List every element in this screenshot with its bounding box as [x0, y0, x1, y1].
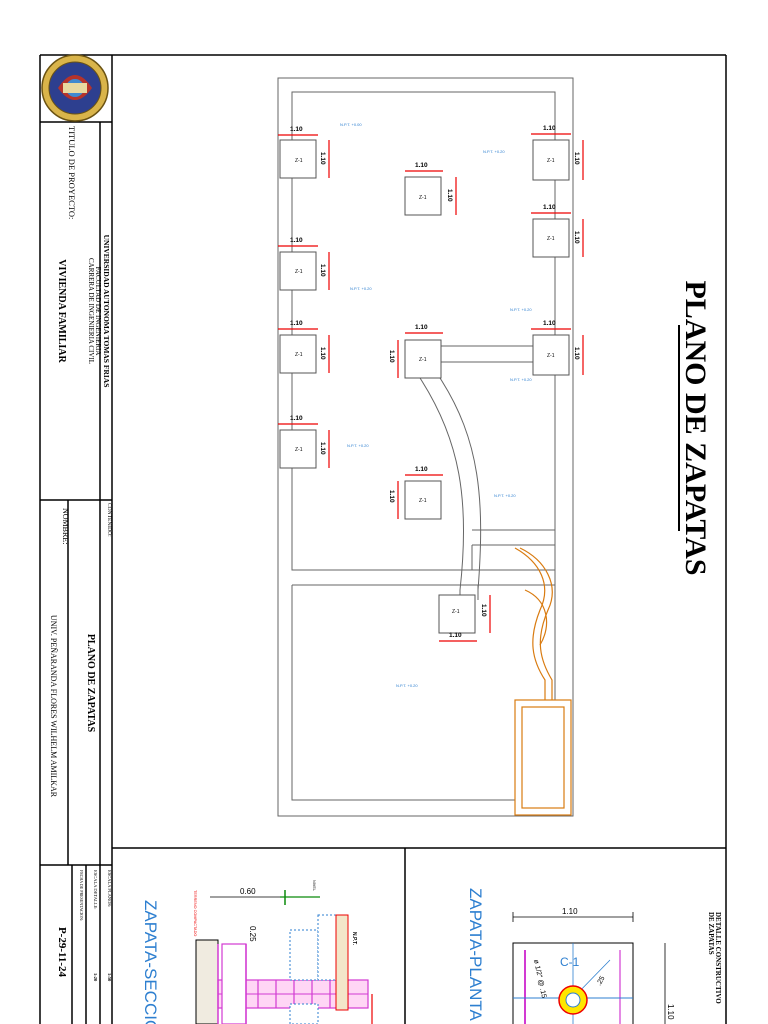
footing-1: Z-1 1.10 1.10 — [278, 126, 330, 179]
name-value: UNIV. PEÑARANDA FLORES WILHELM AMILKAR — [49, 615, 59, 798]
svg-text:Z-1: Z-1 — [419, 357, 427, 363]
svg-text:Z-1: Z-1 — [295, 269, 303, 275]
svg-text:Z-1: Z-1 — [547, 236, 555, 242]
section-note-1: TERRENO COMPACTADO — [193, 890, 197, 936]
svg-text:1.10: 1.10 — [543, 320, 556, 327]
svg-text:1.10: 1.10 — [290, 126, 303, 133]
svg-text:1.10: 1.10 — [573, 231, 580, 244]
section-level: N.P.T. — [351, 932, 357, 946]
svg-text:N.P.T. +0.20: N.P.T. +0.20 — [510, 377, 532, 382]
svg-text:1.10: 1.10 — [319, 442, 326, 455]
svg-text:N.P.T. +0.20: N.P.T. +0.20 — [350, 286, 372, 291]
svg-text:1.10: 1.10 — [543, 125, 556, 132]
svg-text:N.P.T. +0.20: N.P.T. +0.20 — [510, 307, 532, 312]
project-label: TITULO DE PROYECTO: — [67, 126, 77, 219]
footing-10: Z-1 1.10 1.10 — [531, 204, 584, 258]
section-note-2: NIVEL — [312, 880, 316, 891]
footing-8: Z-1 1.10 1.10 — [438, 594, 491, 642]
detail-section-footing: ZAPATA-SECCION 0.60 TERRENO COMPACTADO N… — [141, 880, 373, 1024]
section-width: 0.60 — [240, 887, 256, 896]
title-block: UNIVERSIDAD AUTONOMA TOMAS FRIAS FACULTA… — [49, 126, 112, 982]
plan-detail-title: ZAPATA-PLANTA — [466, 888, 485, 1022]
scale-detail-label: ESCALA DETALLE: — [93, 870, 98, 910]
svg-text:1.10: 1.10 — [446, 189, 453, 202]
svg-text:Z-1: Z-1 — [452, 609, 460, 615]
svg-text:1.10: 1.10 — [319, 347, 326, 360]
svg-text:Z-1: Z-1 — [419, 498, 427, 504]
scale-detail-value: 1:20 — [93, 973, 98, 982]
sheet-frame — [39, 54, 727, 1024]
svg-text:1.10: 1.10 — [415, 466, 428, 473]
svg-text:1.10: 1.10 — [573, 347, 580, 360]
detail-title-line-2: DE ZAPATAS — [707, 912, 715, 955]
svg-text:1.10: 1.10 — [290, 415, 303, 422]
svg-text:N.P.T. +0.00: N.P.T. +0.00 — [340, 122, 362, 127]
university-line-2: FACULTAD DE INGENIERIA — [94, 267, 102, 356]
footing-4: Z-1 1.10 1.10 — [278, 415, 330, 469]
section-depth: 0.25 — [248, 926, 257, 942]
footing-11: Z-1 1.10 1.10 — [531, 320, 584, 376]
sheet-title: PLANO DE ZAPATAS — [679, 280, 712, 575]
plan-dim-25: .25 — [596, 975, 607, 987]
svg-text:1.10: 1.10 — [415, 162, 428, 169]
date-label: FECHA DE PRESENTACION: — [79, 870, 84, 921]
footing-9: Z-1 1.10 1.10 — [531, 125, 584, 181]
svg-text:Z-1: Z-1 — [295, 158, 303, 164]
plan-bar-note: ø 1/2" @ .15 — [532, 959, 547, 999]
scale-plan-value: 1:50 — [107, 973, 112, 982]
svg-text:1.10: 1.10 — [290, 237, 303, 244]
name-label: NOMBRE: — [61, 508, 70, 544]
section-detail-title: ZAPATA-SECCION — [141, 900, 160, 1024]
plan-column-tag: C-1 — [560, 955, 580, 969]
footings: Z-1 1.10 1.10 Z-1 1.10 1.10 Z-1 1.10 1.1… — [278, 125, 584, 642]
svg-text:1.10: 1.10 — [319, 152, 326, 165]
svg-text:1.10: 1.10 — [449, 632, 462, 639]
detail-title-line-1: DETALLE CONSTRUCTIVO — [714, 912, 722, 1004]
svg-text:1.10: 1.10 — [480, 604, 487, 617]
svg-text:N.P.T. +0.20: N.P.T. +0.20 — [347, 443, 369, 448]
svg-text:Z-1: Z-1 — [547, 353, 555, 359]
svg-text:Z-1: Z-1 — [295, 352, 303, 358]
content-label: CONTENIDO: — [106, 503, 112, 537]
footing-6: Z-1 1.10 1.10 — [388, 324, 443, 379]
plan-dim-top: 1.10 — [562, 907, 578, 916]
svg-text:Z-1: Z-1 — [295, 447, 303, 453]
room-labels: N.P.T. +0.00 N.P.T. +0.20 N.P.T. +0.20 N… — [340, 122, 532, 688]
svg-text:1.10: 1.10 — [388, 350, 395, 363]
svg-text:1.10: 1.10 — [290, 320, 303, 327]
svg-text:N.P.T. +0.20: N.P.T. +0.20 — [483, 149, 505, 154]
svg-text:1.10: 1.10 — [415, 324, 428, 331]
date-value: P-29-11-24 — [56, 927, 68, 978]
content-value: PLANO DE ZAPATAS — [85, 634, 96, 733]
detail-title: DETALLE CONSTRUCTIVO DE ZAPATAS — [707, 912, 722, 1004]
detail-plan-footing: ZAPATA-PLANTA 1.10 C-1 ø 1/2" @ .15 .25 … — [466, 888, 675, 1024]
svg-text:N.P.T. +0.20: N.P.T. +0.20 — [396, 683, 418, 688]
university-line-3: CARRERA DE INGENIERIA CIVIL — [87, 258, 95, 364]
university-line-1: UNIVERSIDAD AUTONOMA TOMAS FRIAS — [102, 235, 111, 388]
svg-text:1.10: 1.10 — [388, 490, 395, 503]
scale-plan-label: ESCALA PLANOS: — [107, 870, 112, 907]
svg-text:Z-1: Z-1 — [547, 158, 555, 164]
footing-2: Z-1 1.10 1.10 — [278, 237, 330, 291]
stair-element — [514, 547, 572, 816]
plan-dim-side: 1.10 — [666, 1004, 675, 1020]
svg-text:Z-1: Z-1 — [419, 195, 427, 201]
footing-7: Z-1 1.10 1.10 — [388, 466, 443, 520]
svg-text:1.10: 1.10 — [573, 152, 580, 165]
sheet-title-group: PLANO DE ZAPATAS — [678, 280, 712, 576]
svg-text:N.P.T. +0.20: N.P.T. +0.20 — [494, 493, 516, 498]
footing-3: Z-1 1.10 1.10 — [278, 320, 330, 374]
svg-text:1.10: 1.10 — [543, 204, 556, 211]
project-name: VIVIENDA FAMILIAR — [56, 259, 67, 363]
footing-5: Z-1 1.10 1.10 — [404, 162, 457, 216]
university-seal-logo — [41, 54, 109, 122]
svg-text:1.10: 1.10 — [319, 264, 326, 277]
